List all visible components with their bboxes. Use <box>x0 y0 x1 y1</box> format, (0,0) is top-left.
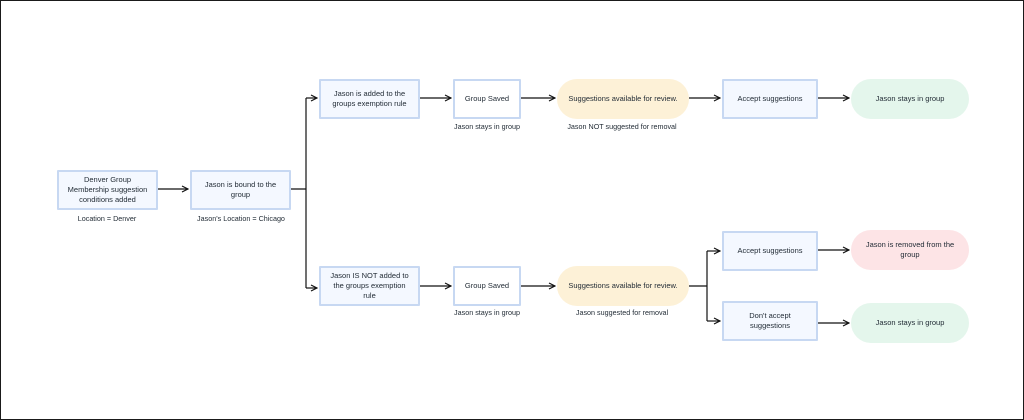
node-bot-suggestions: Suggestions available for review. <box>557 266 689 306</box>
caption-bot-suggested: Jason suggested for removal <box>575 308 669 317</box>
node-bot-result-stays: Jason stays in group <box>851 303 969 343</box>
node-top-exemption-added: Jason is added to the groups exemption r… <box>319 79 420 119</box>
node-top-suggestions: Suggestions available for review. <box>557 79 689 119</box>
bot-branch-connector <box>689 251 708 321</box>
node-bot-dont-accept: Don't accept suggestions <box>722 301 818 341</box>
caption-top-not-suggested: Jason NOT suggested for removal <box>567 122 677 131</box>
node-bot-result-removed: Jason is removed from the group <box>851 230 969 270</box>
node-denver-conditions: Denver Group Membership suggestion condi… <box>57 170 158 210</box>
node-bot-group-saved: Group Saved <box>453 266 521 306</box>
caption-location-denver: Location = Denver <box>77 214 137 223</box>
node-bot-accept: Accept suggestions <box>722 231 818 271</box>
node-top-result-stays: Jason stays in group <box>851 79 969 119</box>
caption-jason-location-chicago: Jason's Location = Chicago <box>197 214 285 223</box>
node-top-accept: Accept suggestions <box>722 79 818 119</box>
branch-connector <box>291 98 307 288</box>
caption-bot-saved: Jason stays in group <box>454 308 520 317</box>
node-top-group-saved: Group Saved <box>453 79 521 119</box>
node-jason-bound: Jason is bound to the group <box>190 170 291 210</box>
caption-top-saved: Jason stays in group <box>454 122 520 131</box>
node-bot-exemption-not-added: Jason IS NOT added to the groups exempti… <box>319 266 420 306</box>
